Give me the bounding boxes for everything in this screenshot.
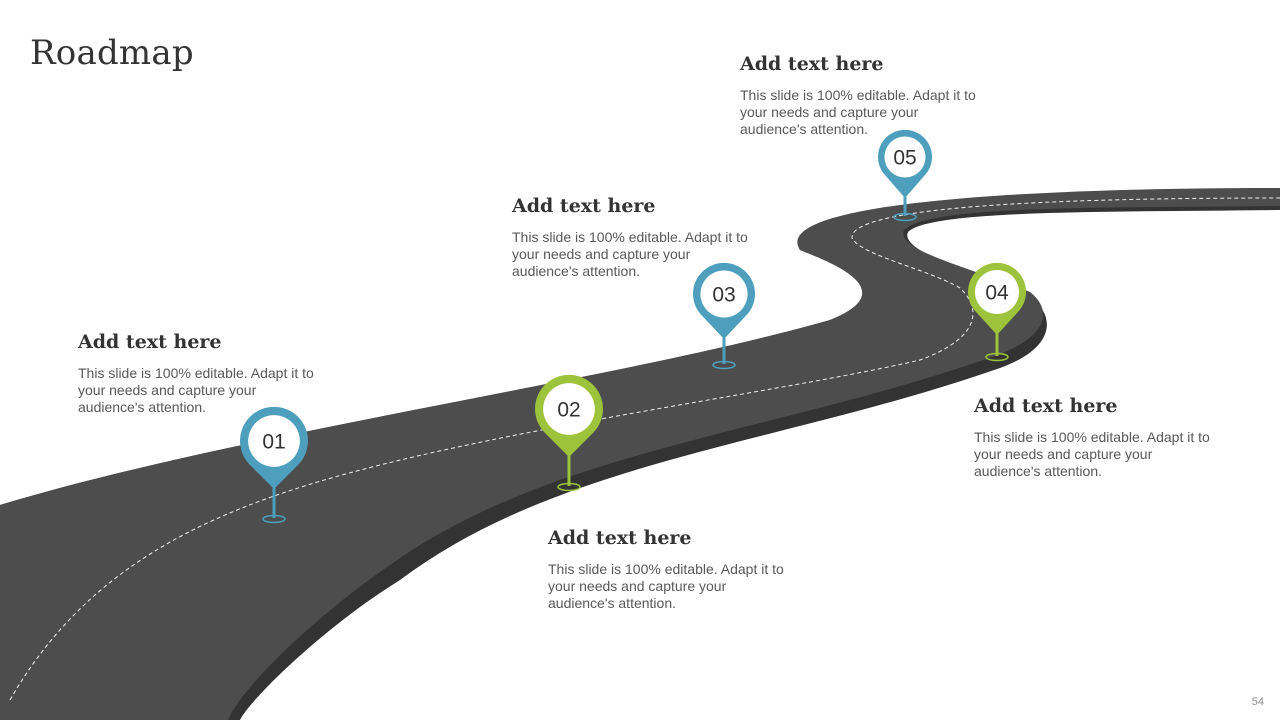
road-lane-marking bbox=[9, 197, 1280, 701]
pin-01: 01 bbox=[240, 406, 309, 524]
step-05-body: This slide is 100% editable. Adapt it to… bbox=[740, 87, 976, 137]
pin-01-label: 01 bbox=[262, 431, 285, 454]
step-04-body: This slide is 100% editable. Adapt it to… bbox=[974, 429, 1210, 479]
step-01-text: Add text here This slide is 100% editabl… bbox=[78, 331, 338, 416]
page-number: 54 bbox=[1251, 696, 1264, 708]
pin-05-label: 05 bbox=[893, 147, 916, 170]
step-02-heading: Add text here bbox=[548, 527, 692, 549]
pin-01-disc bbox=[248, 415, 300, 467]
pin-04-disc bbox=[974, 269, 1020, 315]
pin-02-disc bbox=[543, 383, 595, 435]
step-05-heading: Add text here bbox=[740, 53, 884, 75]
pin-03: 03 bbox=[693, 262, 756, 370]
pin-04-label: 04 bbox=[985, 282, 1009, 305]
step-03-heading: Add text here bbox=[512, 195, 656, 217]
step-04-text: Add text here This slide is 100% editabl… bbox=[974, 395, 1234, 480]
step-01-body: This slide is 100% editable. Adapt it to… bbox=[78, 365, 314, 415]
step-04-heading: Add text here bbox=[974, 395, 1118, 417]
road-surface bbox=[0, 188, 1280, 720]
pin-02: 02 bbox=[535, 374, 603, 492]
pin-04: 04 bbox=[968, 262, 1026, 362]
pin-02-label: 02 bbox=[557, 399, 580, 422]
pin-03-disc bbox=[700, 270, 748, 318]
pin-05-disc bbox=[884, 136, 926, 178]
pin-03-label: 03 bbox=[712, 284, 735, 307]
step-01-heading: Add text here bbox=[78, 331, 222, 353]
pin-05: 05 bbox=[877, 129, 932, 222]
step-05-text: Add text here This slide is 100% editabl… bbox=[740, 53, 1000, 138]
step-03-body: This slide is 100% editable. Adapt it to… bbox=[512, 229, 748, 279]
slide-title: Roadmap bbox=[30, 33, 194, 73]
step-03-text: Add text here This slide is 100% editabl… bbox=[512, 195, 772, 280]
step-02-text: Add text here This slide is 100% editabl… bbox=[548, 527, 808, 612]
step-02-body: This slide is 100% editable. Adapt it to… bbox=[548, 561, 784, 611]
